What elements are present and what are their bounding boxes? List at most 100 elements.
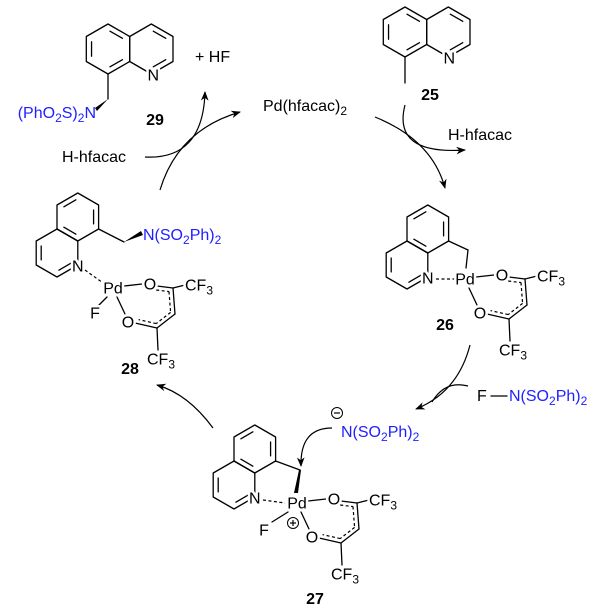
compound-27-oxygen-label: O [328, 492, 340, 509]
double-bond [109, 30, 124, 40]
compound-27-acac-delocalized-bond [352, 506, 356, 528]
positive-charge-icon [287, 517, 299, 529]
compound-26-acac-bond [508, 276, 526, 280]
compound-26-palladium-label: Pd [455, 272, 475, 289]
double-bond [406, 41, 421, 51]
compound-28-acac-bond [134, 322, 158, 329]
arrow-reagent-in [431, 384, 469, 403]
h-hfacac-left-label: H-hfacac [62, 149, 126, 166]
h-hfacac-right-label: H-hfacac [448, 127, 512, 144]
compound-26-acac-delocalized-bond [490, 310, 509, 316]
compound-28-acac-bond [156, 313, 176, 329]
compound-25-benzo-ring [382, 6, 428, 58]
compound-27-c-cf3-bond [356, 499, 370, 504]
double-bond [413, 211, 427, 220]
double-bond [152, 58, 167, 68]
compound-26-oxygen-label: O [474, 306, 486, 323]
compound-27-acac-delocalized-bond [322, 534, 341, 540]
compound-28-pyridine-ring [35, 228, 79, 278]
compound-28-benzo-ring [56, 192, 100, 242]
sulfonimide-anion-label: N(SO2Ph)2 [341, 424, 420, 444]
double-bond [406, 13, 421, 23]
compound-26-acac-delocalized-bond [520, 282, 524, 304]
compound-number-27: 27 [306, 591, 324, 608]
compound-27-fluorine-label: F [259, 523, 269, 540]
compound-28-oxygen-label: O [144, 277, 156, 294]
compound-27-c-cf3-bond [340, 542, 343, 566]
hf-byproduct-label: + HF [195, 49, 230, 66]
compound-number-25: 25 [421, 87, 439, 104]
double-bond [449, 13, 464, 23]
compound-27-pd-f-bond [271, 511, 289, 523]
compound-28-palladium-label: Pd [103, 281, 123, 298]
compound-28-acac-delocalized-bond [155, 311, 171, 325]
compound-28-substituent: N(SO2Ph)2 [143, 227, 222, 247]
compound-27-n-pd-coordination [262, 499, 286, 504]
compound-28-ch2-bond [97, 228, 125, 243]
compound-27-pd-o-bond [307, 498, 327, 502]
compound-26-acac-bond [524, 278, 528, 306]
compound-26-acac-bond [486, 313, 510, 320]
compound-29-pyridine-ring [129, 23, 174, 75]
compound-27-cf3-label: CF3 [369, 493, 397, 513]
compound-27-acac-bond [318, 537, 342, 544]
arrow-catalyst-to-26 [374, 116, 447, 189]
double-bond [152, 30, 167, 40]
compound-28-acac-delocalized-bond [156, 289, 170, 293]
compound-26-pyridine-ring [385, 240, 429, 290]
compound-28-acac-bond [172, 287, 176, 315]
compound-27-ch2-bond [274, 460, 301, 471]
arrow-h-hfacac-out [402, 104, 466, 155]
compound-28-acac-bond [156, 285, 174, 289]
compound-27-nitrogen-label: N [249, 491, 261, 508]
compound-27-acac-bond [340, 500, 358, 504]
compound-28-c-cf3-bond [172, 284, 186, 289]
compound-28-pd-o-bond [116, 296, 126, 315]
arrow-28-to-29 [159, 110, 241, 191]
compound-28-acac-delocalized-bond [138, 319, 157, 325]
compound-27-acac-delocalized-bond [339, 526, 355, 540]
compound-26-acac-delocalized-bond [507, 302, 523, 316]
compound-28-n-pd-coordination [84, 269, 104, 284]
compound-28-oxygen-label: O [122, 315, 134, 332]
compound-27-acac-delocalized-bond [340, 504, 354, 508]
compound-27-wedge-bond [294, 470, 301, 493]
compound-25-nitrogen-label: N [444, 51, 456, 68]
compound-26-c-cf3-bond [524, 275, 538, 280]
compound-26-ch2-bond [447, 240, 469, 251]
compound-29-substituent: (PhO2S)2N [18, 105, 96, 125]
compound-26-nitrogen-label: N [422, 271, 434, 288]
compound-28-pd-o-bond [123, 283, 143, 287]
double-bond [240, 458, 254, 467]
compound-number-26: 26 [436, 317, 454, 334]
compound-27-pd-o-bond [300, 511, 310, 530]
compound-28-wedge-bond [124, 231, 143, 242]
compound-27-acac-bond [356, 502, 360, 530]
compound-27-oxygen-label: O [306, 530, 318, 547]
compound-28-pd-f-bond [98, 296, 108, 306]
compound-28-acac-delocalized-bond [168, 291, 172, 313]
double-bond [413, 238, 427, 247]
double-bond [449, 41, 464, 51]
compound-29-nitrogen-label: N [148, 68, 160, 85]
compound-25-pyridine-ring [426, 6, 471, 58]
double-bond [63, 199, 77, 208]
compound-26-acac-bond [508, 304, 528, 320]
compound-26-acac-delocalized-bond [508, 280, 522, 284]
double-bond [63, 226, 77, 235]
compound-28-nitrogen-label: N [72, 259, 84, 276]
compound-26-oxygen-label: O [496, 268, 508, 285]
compound-28-c-cf3-bond [156, 327, 159, 351]
arrow-h-hfacac-in [144, 91, 209, 158]
compound-number-29: 29 [146, 112, 164, 129]
double-bond [240, 431, 254, 440]
compound-29-benzo-ring [85, 23, 131, 75]
compound-26-c-cf3-bond [508, 318, 511, 342]
compound-28-fluorine-label: F [90, 306, 100, 323]
compound-27-palladium-label: Pd [287, 496, 307, 513]
arrow-26-to-27 [415, 344, 471, 410]
compound-29-wedge-bond [95, 99, 108, 111]
compound-28-cf3-label: CF3 [185, 278, 213, 298]
reagent-nfsi-label: N(SO2Ph)2 [509, 388, 588, 408]
